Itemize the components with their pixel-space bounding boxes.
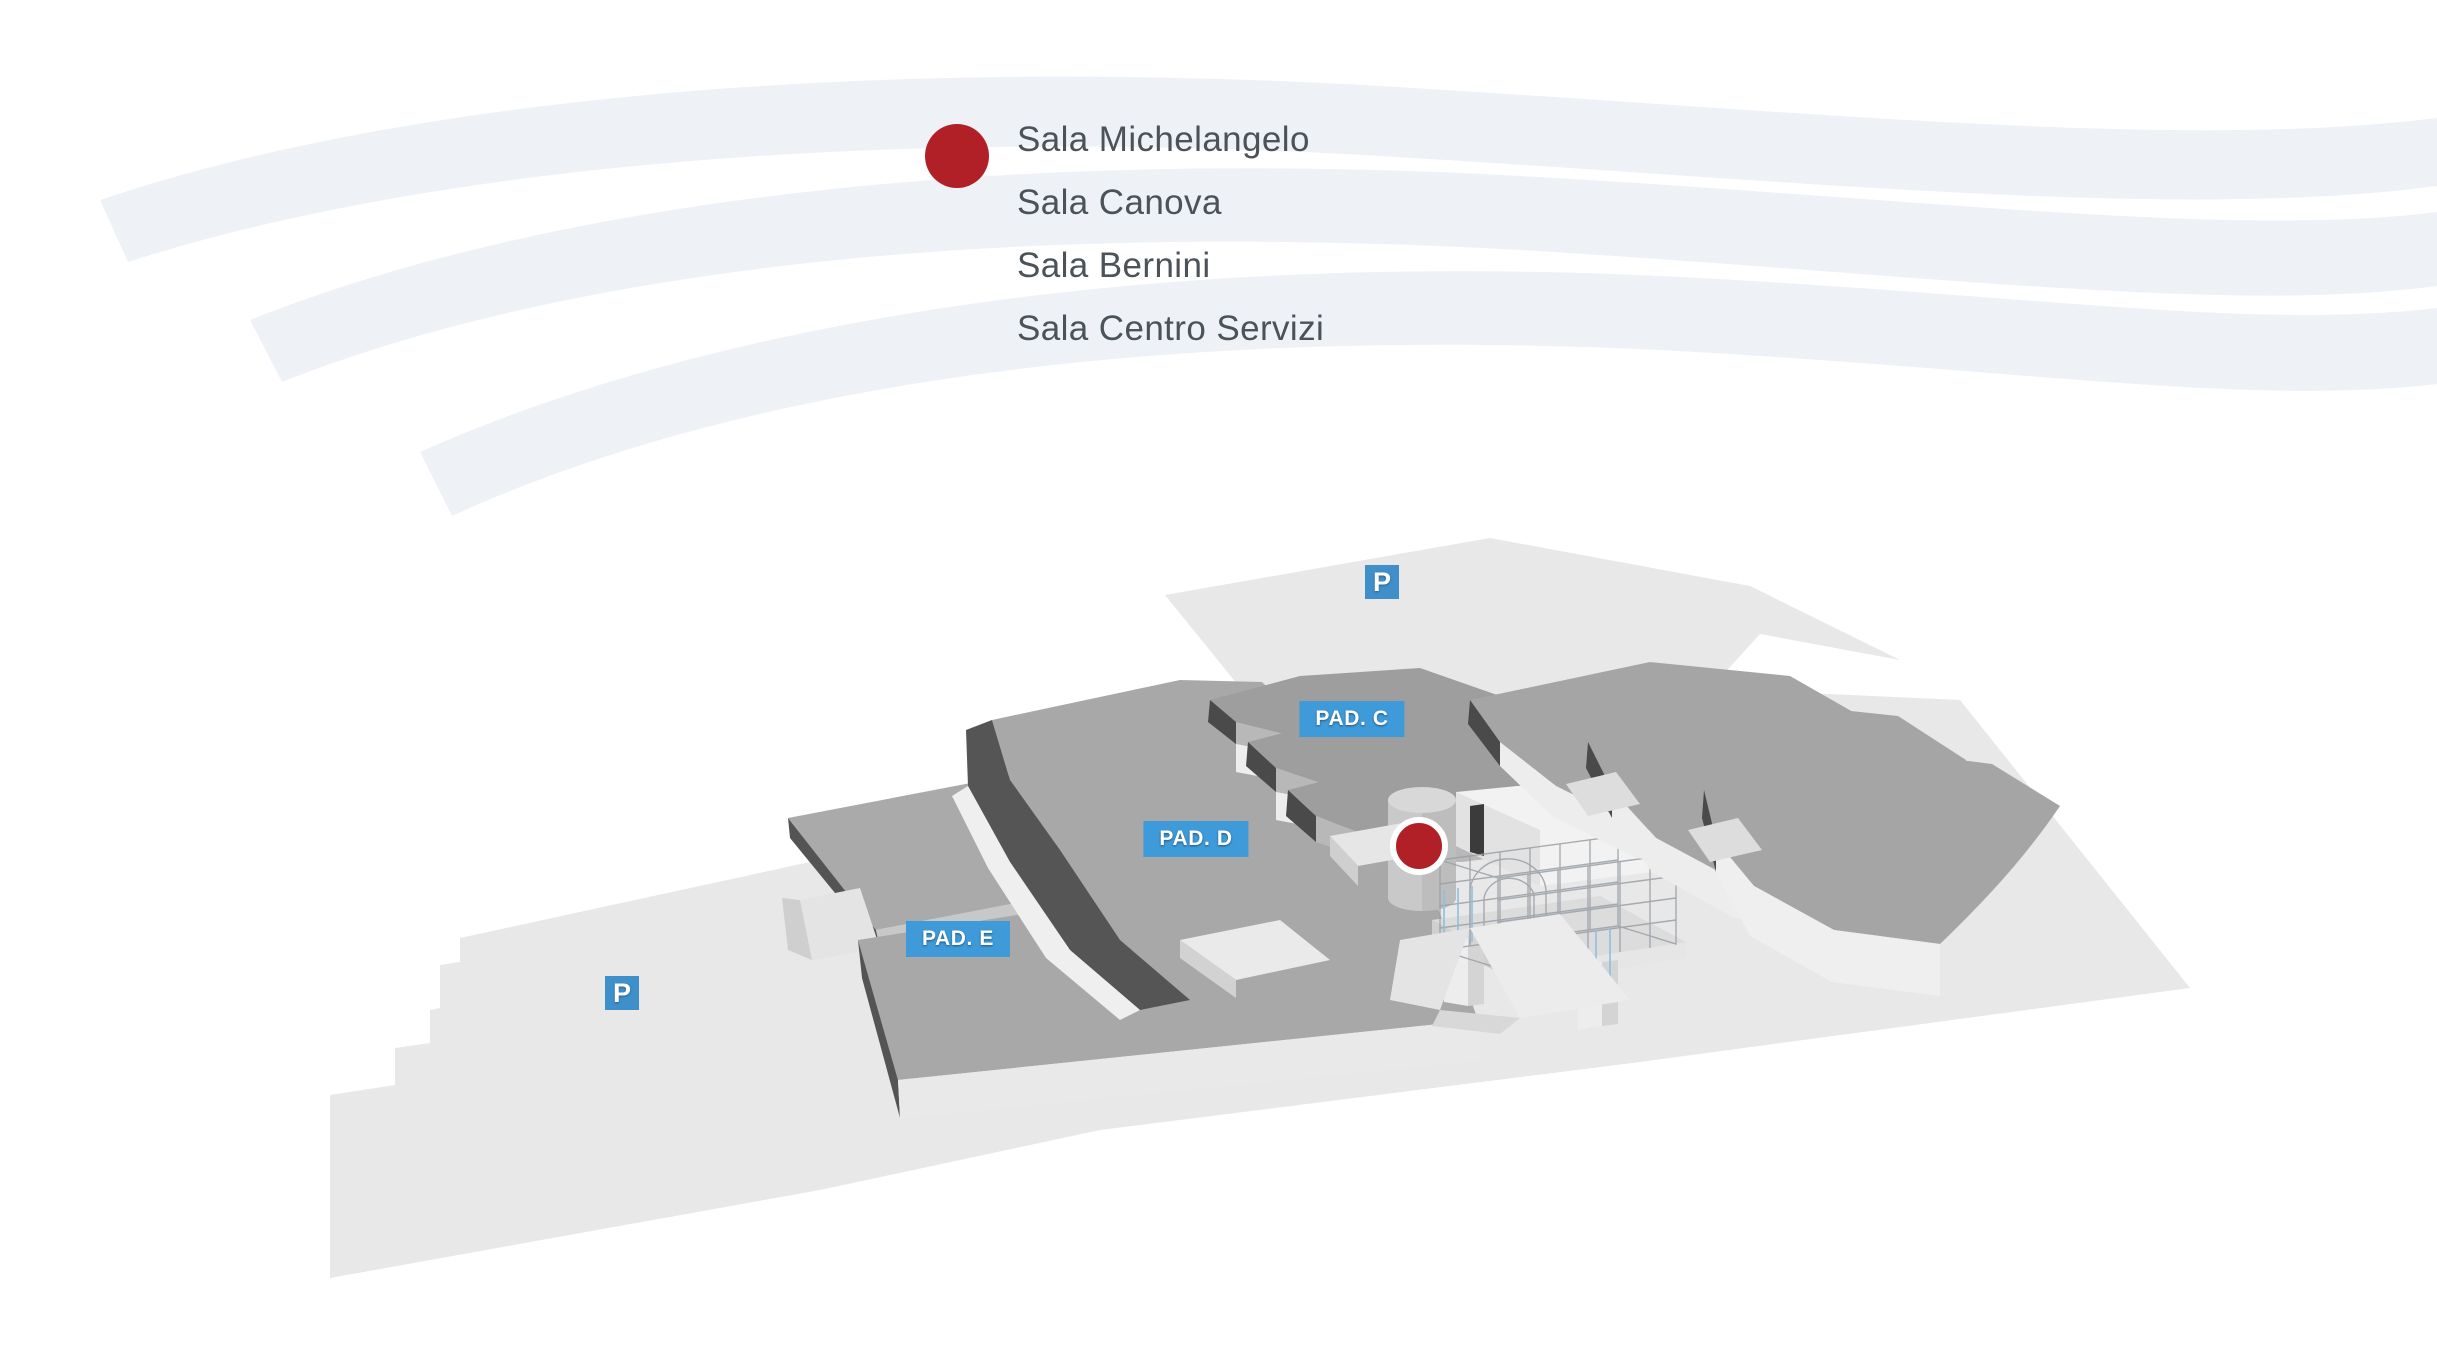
parking-icon[interactable]: P: [605, 976, 639, 1010]
legend-marker-wrap: [925, 108, 1017, 188]
location-marker-icon[interactable]: [1390, 817, 1448, 875]
building-right-cluster: [1468, 662, 2060, 996]
map-label-pad-d[interactable]: PAD. D: [1143, 821, 1249, 857]
legend-room-item[interactable]: Sala Michelangelo: [1017, 120, 1310, 159]
map-walkway-shapes: [1390, 914, 1630, 1034]
room-legend: Sala Michelangelo Sala Canova Sala Berni…: [925, 108, 1324, 360]
parking-icon[interactable]: P: [1365, 565, 1399, 599]
map-label-pad-c[interactable]: PAD. C: [1299, 701, 1405, 737]
legend-room-item[interactable]: Sala Bernini: [1017, 246, 1211, 285]
room-legend-list: Sala Michelangelo Sala Canova Sala Berni…: [1017, 108, 1324, 360]
legend-room-item[interactable]: Sala Canova: [1017, 183, 1222, 222]
map-label-pad-e[interactable]: PAD. E: [905, 921, 1011, 957]
red-dot-icon: [925, 124, 989, 188]
legend-room-item[interactable]: Sala Centro Servizi: [1017, 309, 1325, 348]
map-ground-upper: [1165, 538, 1900, 706]
